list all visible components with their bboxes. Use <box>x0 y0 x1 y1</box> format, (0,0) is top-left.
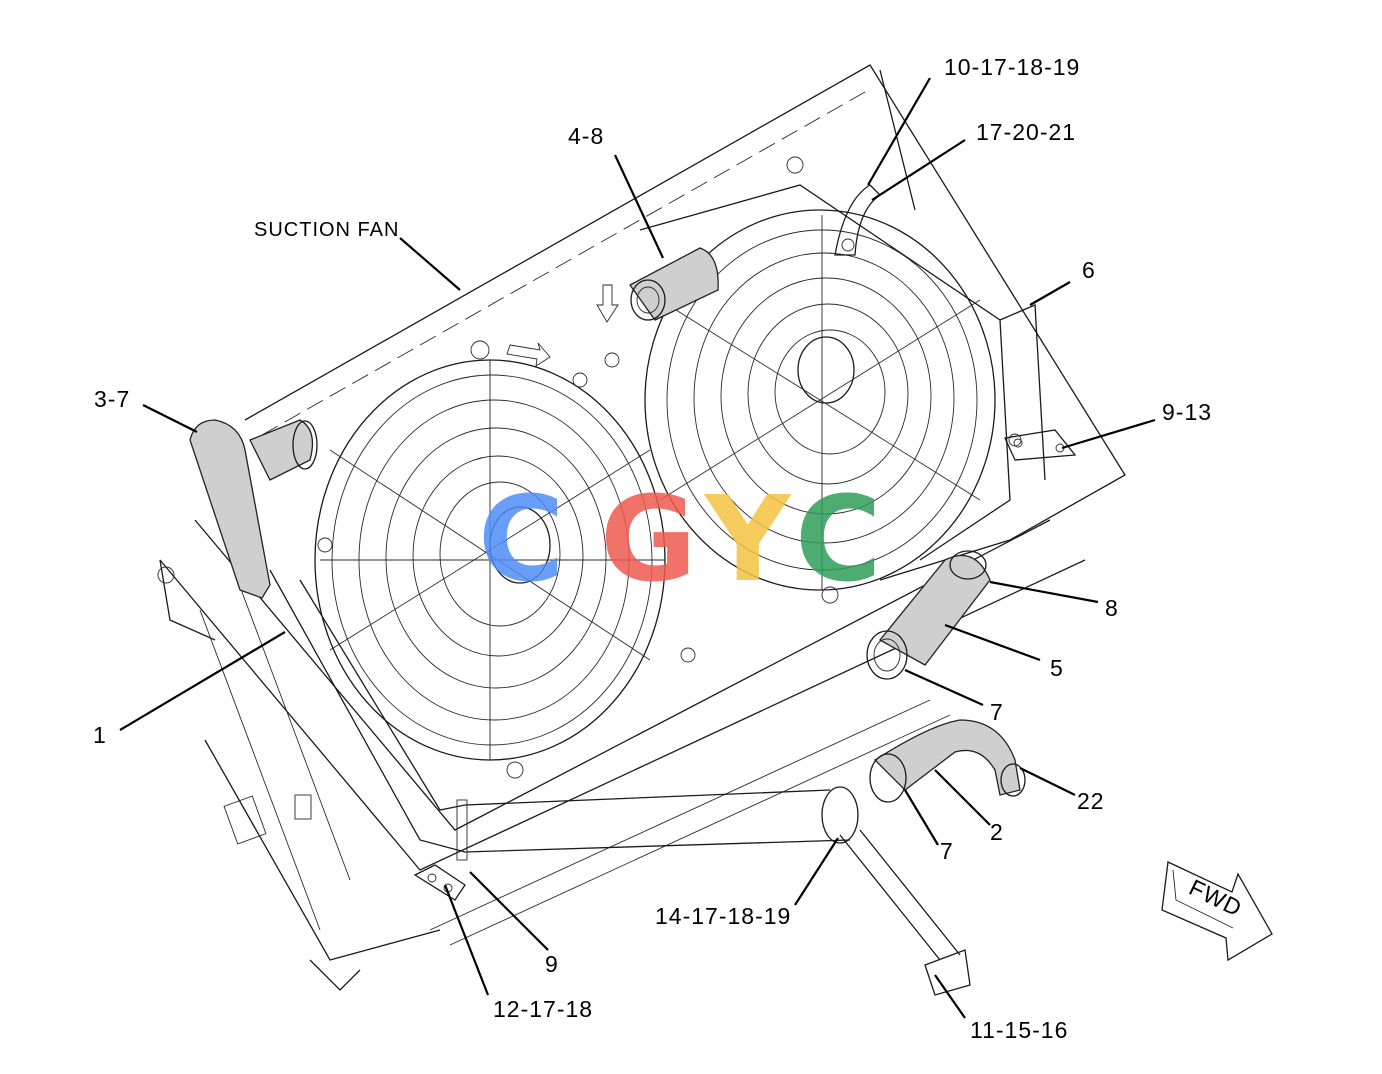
right-hose <box>866 550 991 680</box>
watermark-letter-g: G <box>600 470 697 608</box>
callout-6: 6 <box>1082 257 1096 283</box>
right-fan <box>604 156 1022 604</box>
callout-12-17-18: 12-17-18 <box>493 996 593 1022</box>
watermark-letter-y: Y <box>703 470 792 608</box>
radiator-frame <box>157 519 1086 991</box>
callout-3-7: 3-7 <box>94 386 130 412</box>
callout-9: 9 <box>545 951 559 977</box>
lower-tube <box>269 569 859 861</box>
callout-7-upper: 7 <box>990 699 1004 725</box>
upper-left-hose <box>189 419 318 599</box>
callout-1: 1 <box>93 722 107 748</box>
watermark-letter-c2: C <box>795 470 882 608</box>
callout-4-8: 4-8 <box>568 123 604 149</box>
airflow-arrows <box>506 284 619 367</box>
callout-2: 2 <box>990 819 1004 845</box>
callout-11-15-16: 11-15-16 <box>970 1017 1068 1043</box>
callout-8: 8 <box>1105 595 1119 621</box>
watermark-logo: C G Y C <box>478 470 882 608</box>
callout-9-13: 9-13 <box>1162 399 1212 425</box>
fan-shroud <box>244 64 1126 581</box>
lower-right-hose <box>869 719 1026 803</box>
suction-fan-label: SUCTION FAN <box>254 219 399 241</box>
callout-22: 22 <box>1077 788 1105 814</box>
fwd-label: FWD <box>1185 874 1246 922</box>
leader-lines <box>119 77 1156 1019</box>
callout-5: 5 <box>1050 655 1064 681</box>
callout-14-17-18-19: 14-17-18-19 <box>655 903 791 929</box>
callout-17-20-21: 17-20-21 <box>976 119 1076 145</box>
left-fan <box>314 340 696 779</box>
callout-10-17-18-19: 10-17-18-19 <box>944 54 1080 80</box>
callout-labels: 3-7 4-8 10-17-18-19 17-20-21 SUCTION FAN… <box>93 54 1212 1043</box>
fwd-arrow: FWD <box>1161 861 1273 962</box>
watermark-letter-c1: C <box>478 470 565 608</box>
upper-center-hose <box>629 247 719 321</box>
callout-7-lower: 7 <box>940 838 954 864</box>
